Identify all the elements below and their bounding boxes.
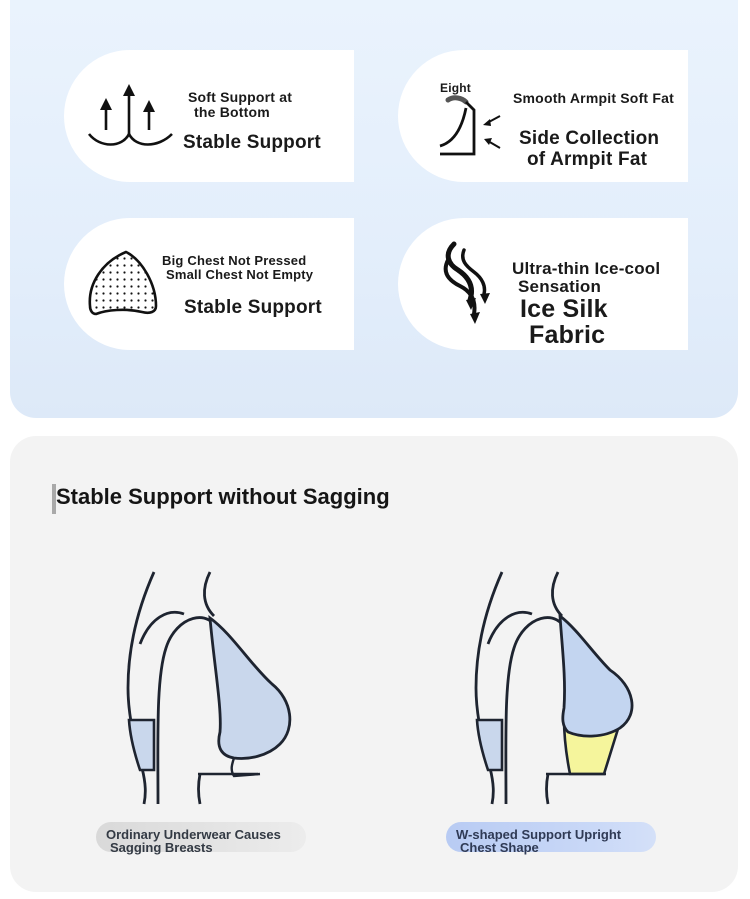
feature-1-subtitle-line-1: Soft Support at <box>188 89 293 105</box>
ordinary-underwear-caption: Ordinary Underwear Causes Sagging Breast… <box>96 822 306 855</box>
feature-2-title-line-2: of Armpit Fat <box>527 149 648 170</box>
feature-4-subtitle-line-2: Sensation <box>518 277 602 296</box>
w-shaped-caption-line-2: Chest Shape <box>460 840 539 855</box>
title-accent-mark <box>52 484 56 514</box>
feature-1-subtitle-line-2: the Bottom <box>194 104 270 120</box>
feature-3-subtitle-line-2: Small Chest Not Empty <box>166 267 314 282</box>
feature-3-title: Stable Support <box>184 297 322 318</box>
ordinary-caption-line-1: Ordinary Underwear Causes <box>106 827 281 842</box>
cool-wind-icon <box>440 240 494 328</box>
feature-2-title-line-1: Side Collection <box>519 128 660 149</box>
comparison-title: Stable Support without Sagging <box>56 484 390 509</box>
feature-3-subtitle-line-1: Big Chest Not Pressed <box>162 253 307 268</box>
feature-card-armpit <box>398 50 688 182</box>
comparison-panel <box>10 436 738 892</box>
dotted-cup-icon <box>86 248 160 318</box>
armpit-collection-icon <box>436 94 506 158</box>
sagging-breast-illustration <box>110 568 310 808</box>
feature-4-title-line-2: Fabric <box>529 321 606 349</box>
upright-breast-illustration <box>458 568 658 808</box>
feature-1-title: Stable Support <box>183 132 321 153</box>
w-shaped-support-caption: W-shaped Support Upright Chest Shape <box>446 822 656 855</box>
ordinary-caption-line-2: Sagging Breasts <box>110 840 213 855</box>
feature-card-bottom-support <box>64 50 354 182</box>
upward-arrows-icon <box>86 82 176 150</box>
w-shaped-caption-line-1: W-shaped Support Upright <box>456 827 622 842</box>
feature-card-ice-silk <box>398 218 688 350</box>
feature-2-subtitle: Smooth Armpit Soft Fat <box>513 90 674 106</box>
feature-4-subtitle-line-1: Ultra-thin Ice-cool <box>512 259 661 278</box>
feature-4-title-line-1: Ice Silk <box>520 295 608 323</box>
armpit-icon-label: Eight <box>440 81 471 95</box>
